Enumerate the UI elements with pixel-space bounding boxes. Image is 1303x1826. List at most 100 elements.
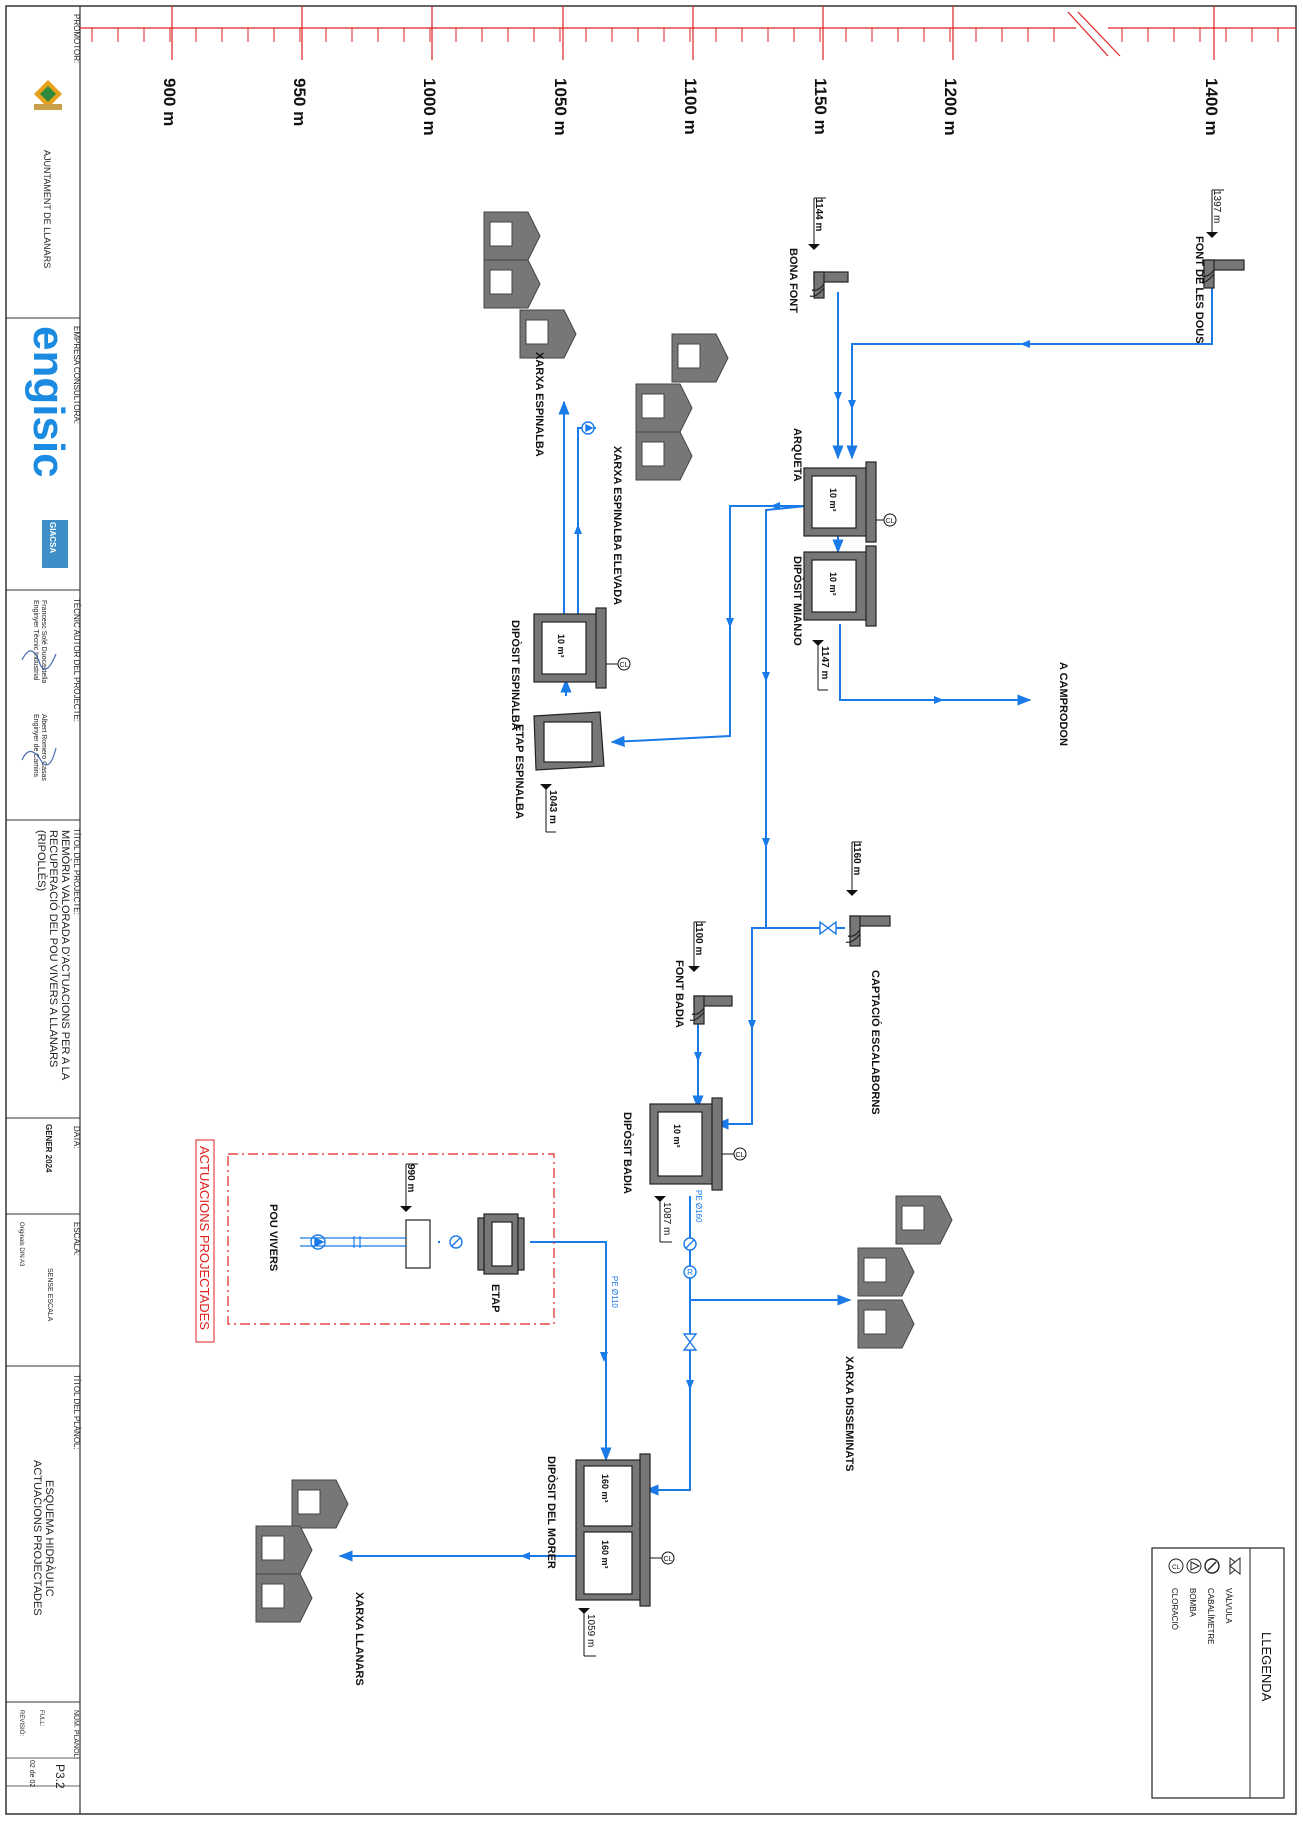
treatment-plant-etap-espinalba — [533, 711, 605, 771]
elevation-morer: 1059 m — [585, 1614, 596, 1647]
house-icon — [635, 431, 693, 481]
data-value: GENER 2024 — [44, 1124, 53, 1173]
spring-intake-font-badia — [689, 995, 733, 1025]
house-icon — [255, 1573, 313, 1623]
label-diposit-badia: DIPÒSIT BADIA — [621, 1112, 634, 1194]
pipe-escalaborns-to-badia — [714, 927, 845, 1130]
projected-works-label: ACTUACIONS PROJECTADES — [197, 1146, 212, 1330]
altitude-label-1150: 1150 m — [811, 78, 830, 135]
revisio-label: REVISIÓ: — [18, 1710, 25, 1736]
node-labels: FONT DE LES DOUS BONA FONT ARQUETA 10 m³… — [267, 236, 1205, 1686]
label-mianjo-vol: 10 m³ — [828, 572, 838, 596]
label-bona-font: BONA FONT — [787, 248, 799, 313]
spring-intake-font-dous — [1199, 259, 1245, 289]
flow-arrow — [762, 838, 770, 848]
legend-item-label: VÀLVULA — [1224, 1588, 1233, 1624]
elevation-badia: 1087 m — [661, 1202, 672, 1235]
house-icon — [857, 1247, 915, 1297]
engisic-logo: engisic — [24, 326, 73, 478]
num-value: P3.2 — [53, 1764, 67, 1789]
flow-arrow — [934, 696, 944, 704]
full-value: 02 de 02 — [28, 1760, 35, 1787]
planol-line1: ESQUEMA HIDRÀULIC — [43, 1480, 56, 1597]
flow-arrow — [686, 1380, 694, 1390]
house-icon — [671, 333, 729, 383]
tank-arqueta — [803, 461, 877, 543]
cabalimetre-icon — [683, 1237, 697, 1251]
full-label: FULL: — [38, 1710, 44, 1727]
elevation-marker-morer: 1059 m — [578, 1608, 596, 1657]
treatment-plant-etap — [477, 1213, 525, 1275]
scale-minor-ticks — [91, 28, 1279, 42]
cloracio-legend-icon — [1168, 1558, 1184, 1574]
tank-diposit-mianjo — [803, 545, 877, 627]
pipe-font-dous-to-arqueta — [846, 280, 1213, 460]
label-xarxa-disseminats: XARXA DISSEMINATS — [843, 1356, 855, 1472]
altitude-label-1400: 1400 m — [1202, 78, 1221, 136]
label-xarxa-espinalba-elevada: XARXA ESPINALBA ELEVADA — [611, 446, 623, 605]
tecnic1-role: Enginyer Tècnic Industrial — [32, 600, 39, 681]
legend: LLEGENDA VÀLVULA CABALÍMETRE BOMBA CL CL… — [1151, 1547, 1285, 1799]
label-pipe-pe160: PE Ø160 — [694, 1190, 703, 1223]
flow-arrow — [600, 1352, 608, 1362]
instruments: R — [310, 421, 837, 1351]
well-pou-vivers — [300, 1219, 431, 1269]
promotor-name: AJUNTAMENT DE LLANARS — [42, 150, 52, 268]
cabalimetre-icon — [449, 1235, 463, 1249]
flow-arrow — [1020, 340, 1030, 348]
escala-note: Originals DIN A3 — [18, 1222, 24, 1267]
cloracio-label: CL — [620, 662, 629, 669]
altitude-label-1100: 1100 m — [681, 78, 700, 135]
label-diposit-del-morer: DIPÒSIT DEL MORER — [545, 1456, 558, 1569]
pipe-to-xarxa-espinalba-elevada — [577, 427, 596, 614]
altitude-label-950: 950 m — [290, 78, 309, 126]
altitude-labels: 900 m 950 m 1000 m 1050 m 1100 m 1150 m … — [160, 78, 1221, 136]
flow-arrow — [848, 400, 856, 410]
bomba-icon — [310, 1234, 326, 1250]
flow-arrow — [520, 1552, 530, 1560]
legend-item-label: CABALÍMETRE — [1206, 1588, 1215, 1644]
escala-label: ESCALA: — [72, 1222, 81, 1256]
flow-arrow — [770, 502, 780, 510]
promotor-label: PROMOTOR: — [72, 14, 81, 63]
altitude-label-900: 900 m — [160, 78, 179, 126]
valvula-icon — [819, 920, 837, 936]
legend-item-valvula: VÀLVULA — [1224, 1556, 1241, 1624]
elevation-marker-escalaborns: 1160 m — [846, 841, 862, 896]
sheet-border — [5, 5, 1297, 1815]
house-icon — [483, 259, 541, 309]
scale-break-2 — [1077, 11, 1121, 57]
house-icon — [255, 1525, 313, 1575]
label-morer-vol1: 160 m³ — [600, 1474, 610, 1503]
tecnic-label: TÈCNIC AUTOR DEL PROJECTE: — [72, 598, 81, 722]
data-label: DATA: — [72, 1126, 81, 1148]
flow-arrow — [574, 524, 582, 534]
pipe-network — [338, 280, 1213, 1562]
altitude-label-1050: 1050 m — [551, 78, 570, 136]
tecnic2-role: Enginyer de Camins — [32, 714, 39, 778]
municipal-shield-logo — [34, 80, 62, 110]
escala-value: SENSE ESCALA — [46, 1268, 53, 1322]
house-icon — [291, 1479, 349, 1529]
elevation-mianjo: 1147 m — [819, 646, 830, 679]
cloracio-markers: CL CL CL CL — [596, 513, 897, 1565]
house-icon — [635, 383, 693, 433]
regulator-r-icon: R — [683, 1265, 697, 1279]
spring-intake-escalaborns — [845, 915, 891, 947]
elevation-marker-font-badia: 1100 m — [688, 921, 706, 972]
flow-arrow — [694, 1052, 702, 1062]
projecte-line3: (RIPOLLÈS) — [35, 830, 48, 891]
elevation-marker-badia: 1087 m — [654, 1196, 672, 1243]
label-arqueta-vol: 10 m³ — [828, 488, 838, 512]
num-label: NÚM. PLÀNOL: — [72, 1710, 81, 1759]
label-morer-vol2: 160 m³ — [600, 1540, 610, 1569]
cloracio-icon: CL — [870, 513, 897, 527]
legend-item-label: BOMBA — [1188, 1588, 1197, 1618]
elevation-font-dous: 1397 m — [1211, 190, 1222, 223]
empresa-label: EMPRESA CONSULTORA: — [72, 326, 81, 424]
label-xarxa-llanars: XARXA LLANARS — [353, 1592, 365, 1686]
elevation-marker-etap-espinalba: 1043 m — [540, 784, 558, 833]
label-badia-vol: 10 m³ — [672, 1124, 682, 1148]
label-espinalba-vol: 10 m³ — [556, 634, 566, 658]
pipe-mianjo-to-camprodon — [839, 624, 1032, 706]
